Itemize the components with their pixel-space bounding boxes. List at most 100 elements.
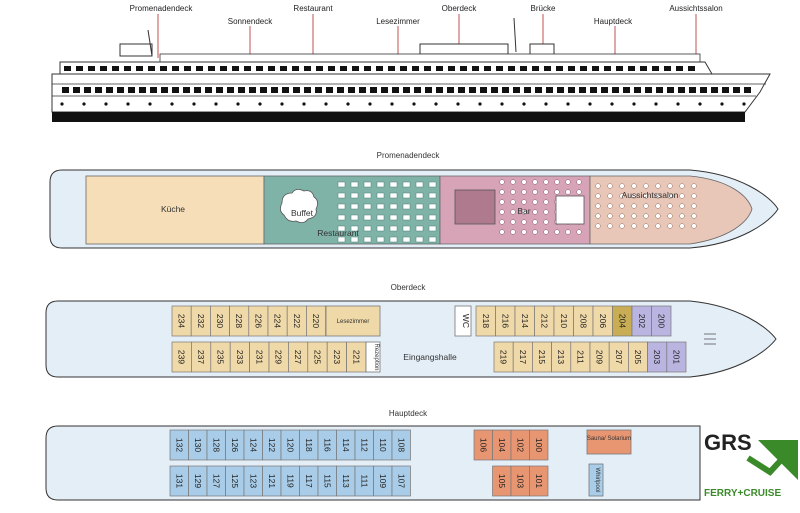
cabin-number: 124 xyxy=(248,438,258,452)
cabin-number: 237 xyxy=(196,350,206,364)
cabin-number: 201 xyxy=(671,350,681,364)
cabin-number: 117 xyxy=(304,474,314,488)
cabin-number: 228 xyxy=(234,314,244,328)
cabin-number: 128 xyxy=(211,438,221,452)
bar-label: Bar xyxy=(517,206,530,216)
cabin-number: 104 xyxy=(497,438,507,452)
label-restaurant: Restaurant xyxy=(293,4,333,13)
sauna-solarium-room xyxy=(586,429,632,455)
grs-logo: GRS FERRY+CRUISE xyxy=(704,430,798,499)
hull-waterline xyxy=(52,112,745,122)
cabin-number: 221 xyxy=(351,350,361,364)
cabin-number: 227 xyxy=(293,350,303,364)
cabin-number: 105 xyxy=(497,474,507,488)
cabin-number: 100 xyxy=(534,438,544,452)
whirlpool-label: Whirlpool xyxy=(594,467,600,492)
cabin-number: 215 xyxy=(537,350,547,364)
cabin-number: 118 xyxy=(304,438,314,452)
cabin-number: 106 xyxy=(478,438,488,452)
hauptdeck-top-cabin-108[interactable] xyxy=(391,429,411,461)
cabin-number: 102 xyxy=(515,438,525,452)
wc-label: WC xyxy=(461,314,471,328)
cabin-number: 202 xyxy=(637,314,647,328)
cabin-number: 220 xyxy=(311,314,321,328)
cabin-number: 226 xyxy=(253,314,263,328)
cabin-number: 239 xyxy=(177,350,187,364)
logo-tagline: FERRY+CRUISE xyxy=(704,488,781,499)
cabin-number: 210 xyxy=(559,314,569,328)
hauptdeck-title: Hauptdeck xyxy=(389,409,428,418)
cabin-number: 101 xyxy=(534,474,544,488)
sauna-label: Sauna/ Solarium xyxy=(587,436,631,442)
cabin-number: 214 xyxy=(520,314,530,328)
cabin-number: 209 xyxy=(595,350,605,364)
cabin-number: 120 xyxy=(285,438,295,452)
wheelhouse-top xyxy=(419,43,509,55)
cabin-number: 127 xyxy=(211,474,221,488)
cabin-number: 131 xyxy=(174,474,184,488)
cabin-number: 200 xyxy=(656,314,666,328)
funnel xyxy=(119,43,153,57)
eingangshalle-label: Eingangshalle xyxy=(403,352,457,362)
cabin-number: 114 xyxy=(341,438,351,452)
kueche-label: Küche xyxy=(161,204,185,214)
cabin-number: 122 xyxy=(267,438,277,452)
cabin-number: 116 xyxy=(322,438,332,452)
label-oberdeck: Oberdeck xyxy=(442,4,478,13)
label-hauptdeck: Hauptdeck xyxy=(594,17,633,26)
cabin-number: 224 xyxy=(273,314,283,328)
wc-room xyxy=(454,305,472,337)
cabin-number: 205 xyxy=(633,350,643,364)
cabin-number: 216 xyxy=(500,314,510,328)
label-sonnendeck: Sonnendeck xyxy=(228,17,273,26)
cabin-number: 203 xyxy=(652,350,662,364)
cabin-number: 212 xyxy=(539,314,549,328)
hauptdeck-bottom-cabin-107[interactable] xyxy=(391,465,411,497)
promenadendeck-title: Promenadendeck xyxy=(377,151,441,160)
cabin-number: 111 xyxy=(359,475,369,488)
rezeption-desk xyxy=(365,341,381,373)
cabin-number: 109 xyxy=(378,474,388,488)
cabin-number: 232 xyxy=(196,314,206,328)
cabin-number: 235 xyxy=(216,350,226,364)
cabin-number: 223 xyxy=(332,350,342,364)
rezeption-label: Rezeption xyxy=(373,343,379,370)
buffet-label: Buffet xyxy=(291,208,314,218)
label-aussichtssalon: Aussichtssalon xyxy=(669,4,722,13)
cabin-number: 217 xyxy=(518,350,528,364)
cabin-number: 108 xyxy=(396,438,406,452)
bar-counter xyxy=(454,189,496,225)
aussichtssalon-label: Aussichtssalon xyxy=(622,190,679,200)
hauptdeck-top-cabin-100[interactable] xyxy=(529,429,549,461)
label-bruecke: Brücke xyxy=(531,4,556,13)
cabin-number: 112 xyxy=(359,438,369,452)
cabin-number: 211 xyxy=(575,350,585,364)
cabin-number: 234 xyxy=(177,314,187,328)
cabin-number: 229 xyxy=(274,350,284,364)
cabin-number: 130 xyxy=(193,438,203,452)
cabin-number: 119 xyxy=(285,474,295,488)
logo-text: GRS xyxy=(704,430,752,455)
hauptdeck-bottom-cabin-101[interactable] xyxy=(529,465,549,497)
cabin-number: 208 xyxy=(578,314,588,328)
lesezimmer-room xyxy=(325,305,381,337)
cabin-number: 113 xyxy=(341,474,351,488)
cabin-number: 110 xyxy=(378,438,388,452)
oberdeck-top-cabin-200[interactable] xyxy=(651,305,672,337)
cabin-number: 125 xyxy=(230,474,240,488)
cabin-number: 123 xyxy=(248,474,258,488)
cabin-number: 115 xyxy=(322,474,332,488)
oberdeck-title: Oberdeck xyxy=(391,283,427,292)
oberdeck-bottom-cabin-201[interactable] xyxy=(666,341,687,373)
cabin-number: 132 xyxy=(174,438,184,452)
cabin-number: 107 xyxy=(396,474,406,488)
cabin-number: 230 xyxy=(215,314,225,328)
promenadendeck-plan: Küche Buffet Restaurant Bar Aussichtssal… xyxy=(49,169,779,249)
aussichtssalon-area xyxy=(589,175,753,245)
label-promenadendeck: Promenadendeck xyxy=(130,4,194,13)
cabin-number: 204 xyxy=(617,314,627,328)
whirlpool-room xyxy=(588,463,604,497)
cabin-number: 219 xyxy=(499,350,509,364)
